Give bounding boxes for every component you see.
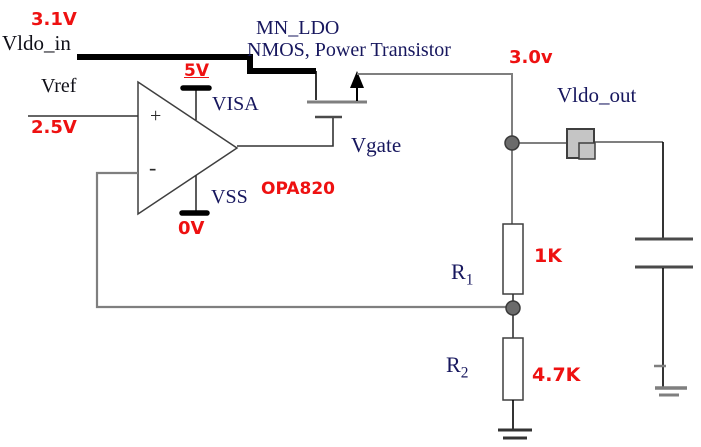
vldo-out-net-label: Vldo_out xyxy=(557,83,637,107)
r1-ref-base: R xyxy=(451,259,466,284)
opamp-neg-pin-label: VSS xyxy=(211,186,248,208)
vref-net-label: Vref xyxy=(41,75,77,97)
r2-ref-sub: 2 xyxy=(460,364,469,382)
vldo-in-voltage-label: 3.1V xyxy=(31,9,77,30)
ground-symbol-capacitor xyxy=(654,364,687,397)
r2-ref-label: R2 xyxy=(446,352,468,381)
opamp-part-number-label: OPA820 xyxy=(261,179,335,199)
feedback-wire xyxy=(95,171,513,309)
source-arrow-icon xyxy=(350,71,364,88)
vgate-net-label: Vgate xyxy=(351,133,402,157)
transistor-name-label: MN_LDO xyxy=(256,17,340,39)
r1-ref-label: R1 xyxy=(451,259,473,288)
nmos-transistor-symbol xyxy=(307,71,367,119)
output-wire xyxy=(357,73,513,224)
ground-symbol-r2 xyxy=(498,428,532,440)
vldo-in-wire xyxy=(77,54,316,74)
load-connector-symbol xyxy=(566,128,663,160)
positive-supply-symbol xyxy=(180,85,212,120)
r2-ref-base: R xyxy=(446,352,461,377)
r2-value-label: 4.7K xyxy=(532,364,581,386)
vref-voltage-label: 2.5V xyxy=(31,117,77,138)
opamp-minus-input-label: - xyxy=(149,155,157,180)
negative-supply-symbol xyxy=(179,175,210,216)
neg-supply-voltage-label: 0V xyxy=(178,218,205,239)
transistor-type-label: NMOS, Power Transistor xyxy=(247,39,451,61)
opamp-pos-pin-label: VISA xyxy=(212,93,259,115)
r1-value-label: 1K xyxy=(534,245,562,267)
r1-ref-sub: 1 xyxy=(465,271,474,289)
vldo-in-net-label: Vldo_in xyxy=(2,31,71,55)
resistor-r2-symbol xyxy=(502,315,524,429)
output-capacitor-symbol xyxy=(635,142,693,387)
opamp-plus-input-label: + xyxy=(150,105,162,127)
feedback-node-dot xyxy=(505,300,521,316)
vgate-wire xyxy=(237,118,334,147)
resistor-r1-symbol xyxy=(502,223,524,301)
output-node-dot xyxy=(504,135,567,151)
pos-supply-voltage-label: 5V xyxy=(184,61,209,81)
opamp-symbol xyxy=(28,80,239,216)
output-voltage-label: 3.0v xyxy=(509,47,553,68)
